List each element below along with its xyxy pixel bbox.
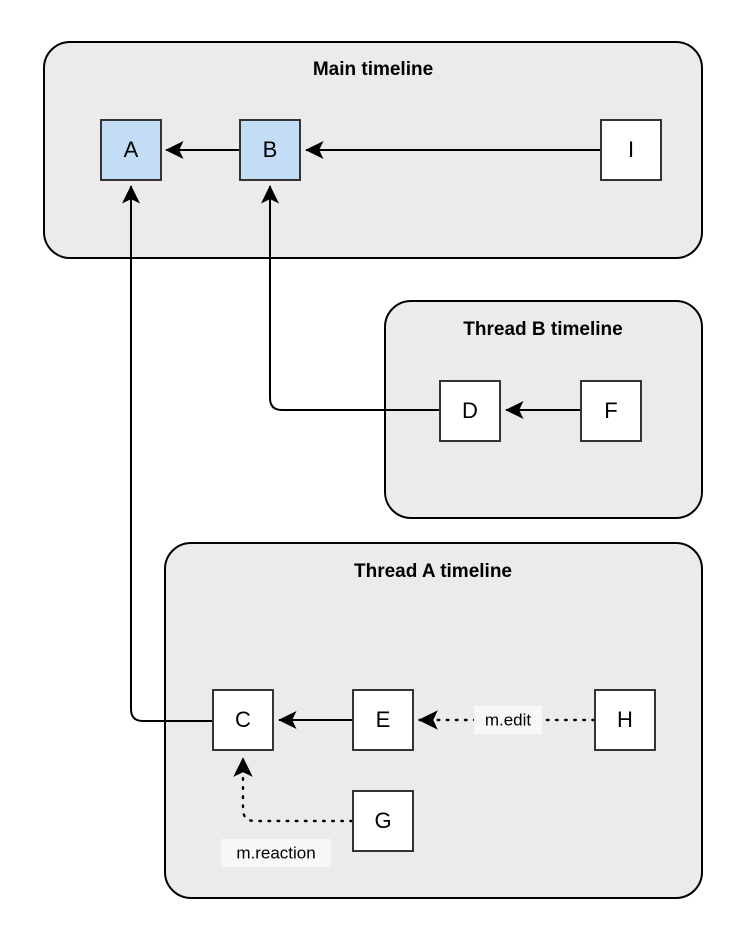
node-b[interactable]: B — [239, 119, 301, 181]
node-c-rect[interactable] — [212, 689, 274, 751]
node-c-label: C — [235, 707, 251, 732]
node-e[interactable]: E — [352, 689, 414, 751]
node-d[interactable]: D — [439, 380, 501, 442]
edge-d-to-b — [261, 185, 439, 411]
edge-label-m-reaction-text: m.reaction — [236, 843, 315, 862]
node-i-label: I — [628, 137, 634, 162]
node-c[interactable]: C — [212, 689, 274, 751]
node-i[interactable]: I — [600, 119, 662, 181]
node-g-rect[interactable] — [352, 790, 414, 852]
node-a[interactable]: A — [100, 119, 162, 181]
edge-c-to-a — [122, 185, 212, 722]
node-d-label: D — [462, 398, 478, 423]
edges-layer — [122, 141, 600, 823]
node-e-rect[interactable] — [352, 689, 414, 751]
container-main-timeline-title: Main timeline — [313, 59, 433, 80]
container-thread-b-timeline-title: Thread B timeline — [463, 319, 622, 340]
edge-label-m-reaction-bg — [221, 839, 331, 867]
edge-labels-layer: m.edit m.reaction — [221, 706, 542, 867]
edge-label-m-edit-bg — [474, 706, 542, 734]
node-b-label: B — [263, 137, 278, 162]
node-h[interactable]: H — [594, 689, 656, 751]
node-f-rect[interactable] — [580, 380, 642, 442]
node-h-rect[interactable] — [594, 689, 656, 751]
node-i-rect[interactable] — [600, 119, 662, 181]
node-a-label: A — [124, 137, 139, 162]
node-g[interactable]: G — [352, 790, 414, 852]
nodes-layer: A B I D F C E — [100, 119, 662, 852]
node-f[interactable]: F — [580, 380, 642, 442]
node-a-rect[interactable] — [100, 119, 162, 181]
node-g-label: G — [374, 808, 391, 833]
edge-label-m-edit-text: m.edit — [485, 710, 532, 729]
node-h-label: H — [617, 707, 633, 732]
node-d-rect[interactable] — [439, 380, 501, 442]
containers-layer: Main timeline Thread B timeline Thread A… — [43, 41, 703, 899]
edge-label-m-edit: m.edit — [474, 706, 542, 734]
container-thread-a-timeline-title: Thread A timeline — [354, 561, 512, 582]
node-b-rect[interactable] — [239, 119, 301, 181]
edge-label-m-reaction: m.reaction — [221, 839, 331, 867]
node-f-label: F — [604, 398, 617, 423]
node-e-label: E — [376, 707, 391, 732]
